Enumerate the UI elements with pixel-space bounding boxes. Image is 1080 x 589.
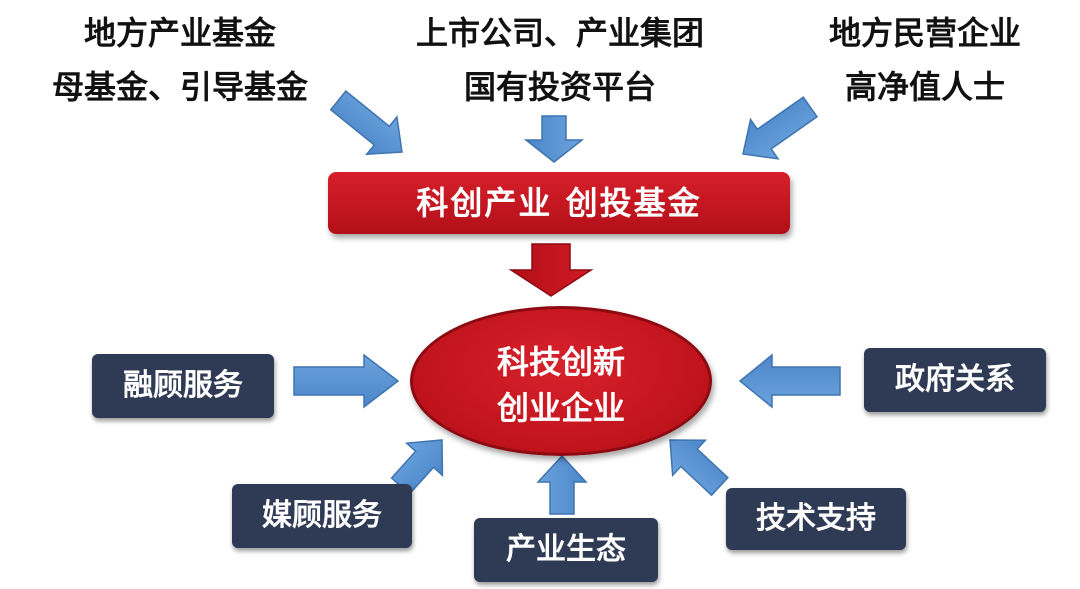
service-financing-advisory: 融顾服务: [92, 354, 274, 418]
funding-source-right-line2: 高净值人士: [844, 68, 1005, 106]
arrow-financing-to-core: [293, 353, 400, 409]
funding-source-left-line1: 地方产业基金: [83, 14, 276, 52]
venture-fund-box: 科创产业 创投基金: [328, 172, 790, 234]
arrow-ecosystem-to-core: [536, 454, 588, 515]
funding-source-left: 地方产业基金 母基金、引导基金: [10, 6, 350, 114]
service-technical-support: 技术支持: [726, 488, 906, 550]
arrow-media-to-core: [390, 439, 444, 496]
arrow-fund-to-core: [508, 243, 594, 297]
service-industry-ecosystem: 产业生态: [474, 518, 658, 582]
arrow-center-source-to-fund: [523, 115, 585, 163]
funding-source-center-line2: 国有投资平台: [463, 68, 656, 106]
arrow-right-source-to-fund: [742, 96, 819, 160]
funding-source-left-line2: 母基金、引导基金: [51, 68, 308, 106]
funding-source-right: 地方民营企业 高净值人士: [780, 6, 1070, 114]
funding-source-center-line1: 上市公司、产业集团: [415, 14, 704, 52]
core-label-line2: 创业企业: [496, 389, 625, 427]
arrow-tech-to-core: [669, 439, 729, 497]
funding-source-center: 上市公司、产业集团 国有投资平台: [380, 6, 740, 114]
core-enterprise-ellipse: 科技创新 创业企业: [410, 306, 712, 456]
core-label-line1: 科技创新: [496, 343, 625, 381]
arrow-left-source-to-fund: [329, 90, 403, 156]
service-government-relations: 政府关系: [864, 348, 1046, 412]
funding-source-right-line1: 地方民营企业: [828, 14, 1021, 52]
service-media-advisory: 媒顾服务: [232, 484, 412, 548]
arrow-government-to-core: [738, 353, 841, 409]
